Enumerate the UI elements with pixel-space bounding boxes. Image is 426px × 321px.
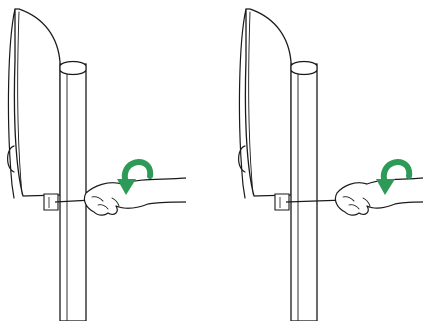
hand-icon [83,177,187,216]
rotate-arrow-head [117,179,136,195]
curved-rotate-arrow-icon [121,159,154,185]
curved-rotate-arrow-icon [380,159,413,185]
dispenser-body [13,8,61,197]
hand-icon [334,177,424,216]
illustration-panel-right [213,0,426,321]
dispenser-inner-edge [17,11,23,195]
pole-top-cap [290,60,318,76]
pole-top-cap [59,60,87,76]
dispenser-push-bump [238,145,246,173]
mounting-bracket [43,193,59,211]
dispenser-inner-edge [248,11,254,195]
pole [59,63,87,321]
panel-right-drawing [238,8,424,321]
dispenser-rear-edge [7,8,16,199]
dispenser-body [244,8,292,197]
mounting-bracket [274,193,290,211]
panel-left-drawing [7,8,187,321]
rotate-arrow-head [376,179,395,195]
illustration-panel-left [7,8,187,321]
hand-finger-lines [91,196,120,210]
pole [290,63,318,321]
hand-finger-lines [342,196,371,210]
dispenser-push-bump [7,145,15,173]
dispenser-rear-edge [238,8,247,199]
